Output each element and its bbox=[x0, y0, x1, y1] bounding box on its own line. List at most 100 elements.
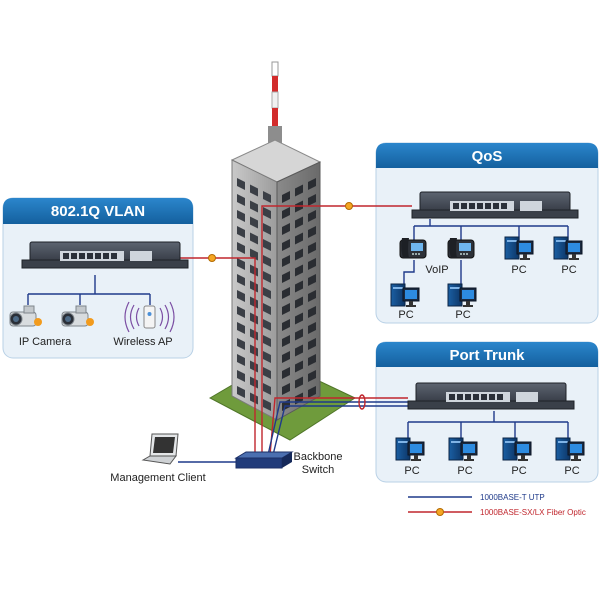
tower-window bbox=[308, 274, 316, 286]
tower-window bbox=[263, 335, 271, 347]
qos-pc-label-2: PC bbox=[561, 264, 576, 276]
qos-switch bbox=[411, 191, 579, 219]
trunk-pc-label-4: PC bbox=[564, 465, 579, 477]
tower-window bbox=[263, 367, 271, 379]
qos-pc-label-1: PC bbox=[511, 264, 526, 276]
tower-window bbox=[308, 338, 316, 350]
tower-window bbox=[263, 255, 271, 267]
tower-window bbox=[237, 242, 245, 254]
tower-window bbox=[263, 319, 271, 331]
vlan-panel-title: 802.1Q VLAN bbox=[51, 203, 145, 220]
tower-window bbox=[263, 287, 271, 299]
tower-window bbox=[250, 264, 258, 277]
tower-window bbox=[250, 200, 258, 213]
backbone-label-line1: Backbone bbox=[294, 451, 343, 463]
tower-window bbox=[308, 370, 316, 382]
voip-phone-2 bbox=[447, 237, 475, 259]
tower-window bbox=[237, 306, 245, 318]
tower-window bbox=[282, 207, 290, 219]
laptop-icon bbox=[141, 433, 179, 465]
voip-label: VoIP bbox=[425, 264, 448, 276]
tower-window bbox=[282, 319, 290, 331]
tower-window bbox=[282, 335, 290, 347]
ip-camera-label: IP Camera bbox=[19, 336, 72, 348]
tower-window bbox=[263, 207, 271, 219]
qos-panel-title: QoS bbox=[472, 148, 503, 165]
fiber-marker-qos bbox=[345, 202, 353, 210]
tower-window bbox=[308, 306, 316, 318]
tower-window bbox=[237, 386, 245, 398]
fiber-marker-vlan bbox=[208, 254, 216, 262]
port-trunk-panel: Port Trunk bbox=[375, 341, 599, 483]
trunk-pc-label-3: PC bbox=[511, 465, 526, 477]
tower-window bbox=[237, 370, 245, 382]
tower-window bbox=[250, 296, 258, 309]
tower-window bbox=[237, 274, 245, 286]
tower-window bbox=[295, 232, 303, 245]
tower-window bbox=[295, 264, 303, 277]
vlan-panel: 802.1Q VLAN bbox=[2, 197, 194, 359]
tower-window bbox=[263, 191, 271, 203]
utp-links bbox=[27, 219, 569, 463]
trunk-aggregation-ring bbox=[358, 394, 366, 410]
tower-window bbox=[237, 290, 245, 302]
tower-window bbox=[250, 376, 258, 389]
tower-window bbox=[295, 248, 303, 261]
tower-window bbox=[263, 351, 271, 363]
tower-window bbox=[237, 210, 245, 222]
management-client-label: Management Client bbox=[110, 472, 205, 484]
fiber-markers bbox=[208, 202, 353, 262]
tower-window bbox=[308, 226, 316, 238]
wireless-ap-icon bbox=[124, 301, 175, 333]
legend: 1000BASE-T UTP 1000BASE-SX/LX Fiber Opti… bbox=[408, 493, 586, 517]
tower-window bbox=[250, 280, 258, 293]
trunk-switch bbox=[407, 382, 575, 410]
tower-window bbox=[308, 178, 316, 190]
tower-window bbox=[282, 239, 290, 251]
tower-window bbox=[308, 210, 316, 222]
qos-pc-label-3: PC bbox=[398, 309, 413, 321]
tower-window bbox=[308, 242, 316, 254]
port-trunk-panel-title: Port Trunk bbox=[449, 347, 525, 364]
tower-window bbox=[295, 184, 303, 197]
voip-phone-1 bbox=[399, 237, 427, 259]
tower-window bbox=[250, 232, 258, 245]
tower-window bbox=[250, 312, 258, 325]
qos-pc-label-4: PC bbox=[455, 309, 470, 321]
tower-window bbox=[237, 322, 245, 334]
tower-window bbox=[295, 280, 303, 293]
tower-window bbox=[263, 223, 271, 235]
qos-panel: QoS bbox=[375, 142, 599, 324]
tower-window bbox=[295, 376, 303, 389]
tower-window bbox=[282, 367, 290, 379]
tower-window bbox=[237, 178, 245, 190]
tower-window bbox=[237, 338, 245, 350]
tower-window bbox=[282, 191, 290, 203]
tower-window bbox=[250, 392, 258, 405]
tower-window bbox=[282, 303, 290, 315]
tower-window bbox=[295, 328, 303, 341]
legend-fiber: 1000BASE-SX/LX Fiber Optic bbox=[480, 508, 586, 517]
tower-window bbox=[237, 258, 245, 270]
tower-window bbox=[308, 258, 316, 270]
tower-window bbox=[282, 383, 290, 395]
tower-window bbox=[250, 360, 258, 373]
tower-window bbox=[250, 344, 258, 357]
tower-window bbox=[263, 271, 271, 283]
tower-window bbox=[282, 255, 290, 267]
tower-window bbox=[295, 344, 303, 357]
tower-window bbox=[250, 216, 258, 229]
wireless-ap-label: Wireless AP bbox=[113, 336, 172, 348]
legend-utp: 1000BASE-T UTP bbox=[480, 493, 545, 502]
tower-window bbox=[250, 184, 258, 197]
tower-window bbox=[263, 239, 271, 251]
tower-window bbox=[282, 351, 290, 363]
tower-window bbox=[263, 383, 271, 395]
vlan-switch bbox=[21, 241, 189, 269]
tower-window bbox=[295, 296, 303, 309]
tower-window bbox=[308, 354, 316, 366]
tower-window bbox=[237, 226, 245, 238]
backbone-label-line2: Switch bbox=[302, 464, 334, 476]
tower-window bbox=[295, 216, 303, 229]
